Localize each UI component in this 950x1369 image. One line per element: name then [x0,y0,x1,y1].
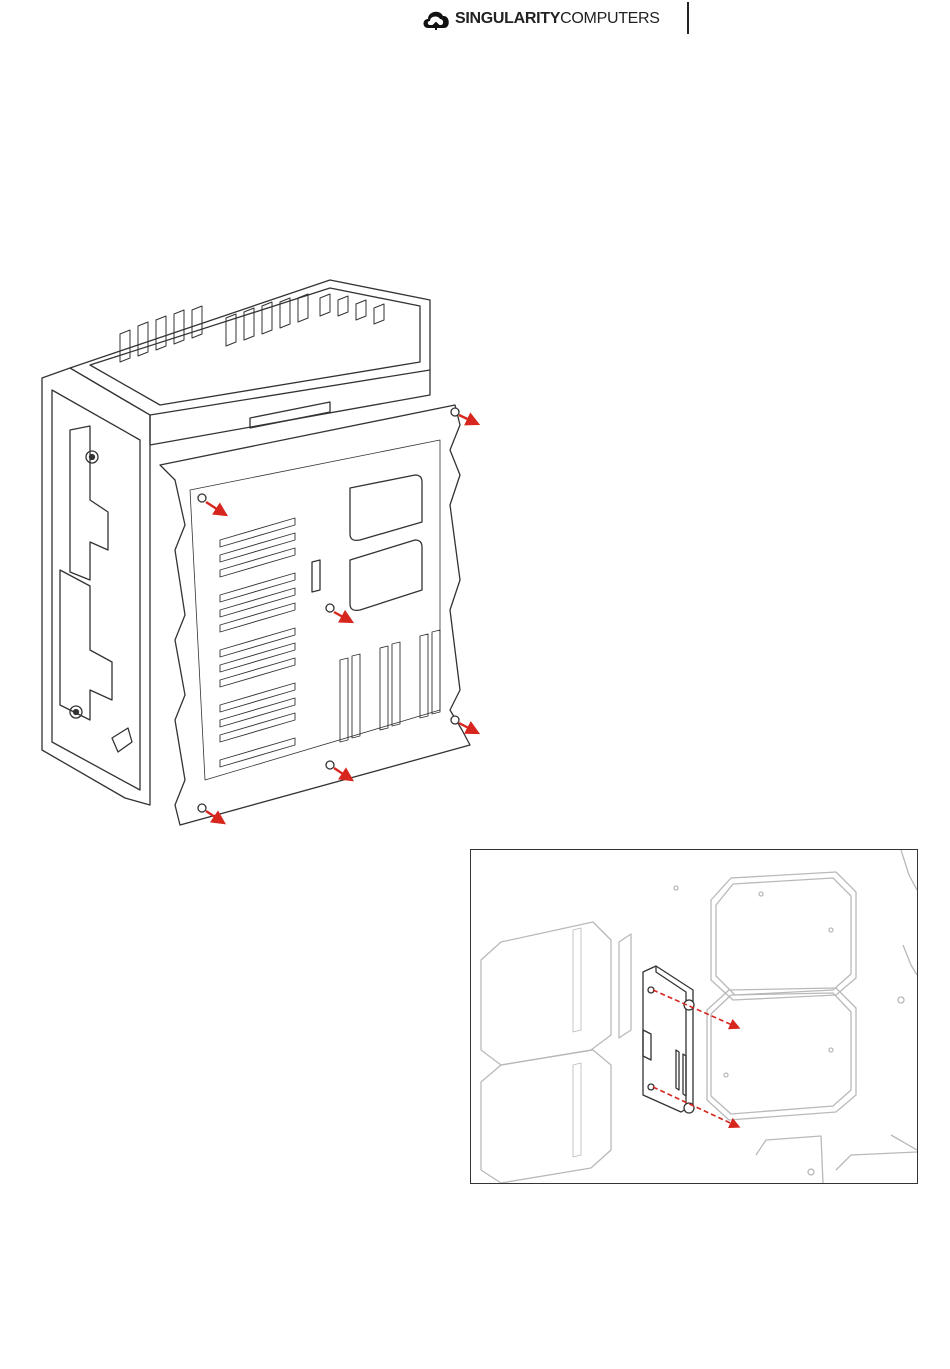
brand-name-bold: SINGULARITY [455,10,560,27]
case-left-side [42,368,150,805]
brand-header: SINGULARITYCOMPUTERS [418,2,708,36]
header-divider [687,2,689,34]
case-side-panel-removal-diagram [30,250,500,840]
arrow-lower-mount [653,1087,739,1127]
brand-name: SINGULARITYCOMPUTERS [455,10,660,28]
removal-arrows [206,415,478,823]
arrow-top-right [459,415,478,424]
bracket-mounting-detail-diagram [471,850,917,1183]
arrow-bottom-center [334,768,352,780]
arrow-upper-mount [653,990,739,1028]
brand-name-light: COMPUTERS [560,10,660,27]
side-panel [160,405,470,825]
case-top [70,280,430,415]
arrow-right-lower [459,723,478,733]
arrow-center [334,612,352,622]
mounting-arrows [653,990,739,1127]
cloud-logo-icon [420,4,452,34]
arrow-top-left [206,502,226,515]
detail-inset-frame [470,849,918,1184]
